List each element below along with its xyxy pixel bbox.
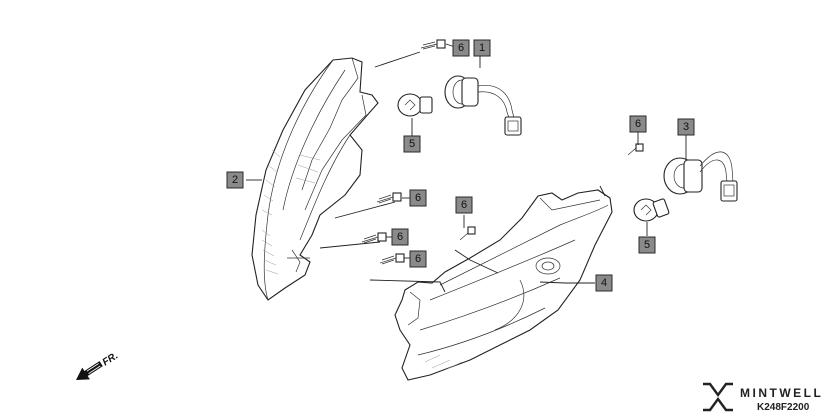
callout-6-top: 6 [452, 39, 470, 57]
bulb-upper [397, 93, 433, 117]
callout-6-center: 6 [455, 196, 473, 214]
brand-logo: MINTWELL K248F2200 [703, 382, 823, 413]
callout-3: 3 [677, 118, 695, 136]
front-direction-label: FR. [101, 350, 121, 368]
callout-6-top-label: 6 [458, 42, 464, 54]
callout-5-right-label: 5 [644, 239, 650, 251]
front-lens-assembly [251, 57, 379, 301]
screw-lower-1 [361, 232, 387, 244]
callout-3-label: 3 [683, 121, 689, 133]
callout-2: 2 [226, 171, 244, 189]
screw-mid [376, 192, 402, 204]
callout-6-lower-1-label: 6 [397, 231, 403, 243]
front-arrow-icon [76, 361, 103, 380]
callout-5-upper: 5 [403, 135, 421, 153]
callout-1: 1 [473, 39, 491, 57]
leader-lines [246, 43, 687, 293]
brand-name: MINTWELL [740, 386, 823, 400]
front-direction-indicator: FR. [76, 350, 121, 380]
screw-right-upper [627, 143, 644, 156]
callout-5-upper-label: 5 [409, 138, 415, 150]
callout-6-lower-2-label: 6 [415, 253, 421, 265]
mintwell-logo-icon [703, 382, 733, 412]
callout-2-label: 2 [232, 174, 238, 186]
callout-6-center-label: 6 [461, 199, 467, 211]
socket-harness-upper [444, 75, 522, 136]
callout-6-right-label: 6 [635, 118, 641, 130]
callout-6-mid-label: 6 [415, 192, 421, 204]
callout-6-lower-1: 6 [391, 228, 409, 246]
callout-1-label: 1 [479, 42, 485, 54]
callout-4: 4 [595, 274, 613, 292]
diagram-code: K248F2200 [757, 402, 810, 413]
rear-lens-assembly [394, 189, 613, 381]
callout-6-right: 6 [629, 115, 647, 133]
screw-lower-2 [379, 253, 405, 265]
callout-6-lower-2: 6 [409, 250, 427, 268]
screw-top [420, 39, 446, 50]
screw-center [459, 226, 476, 241]
callout-4-label: 4 [601, 277, 607, 289]
callout-5-right: 5 [638, 236, 656, 254]
bulb-right [633, 198, 670, 222]
socket-harness-right [663, 151, 738, 202]
callout-6-mid: 6 [409, 189, 427, 207]
